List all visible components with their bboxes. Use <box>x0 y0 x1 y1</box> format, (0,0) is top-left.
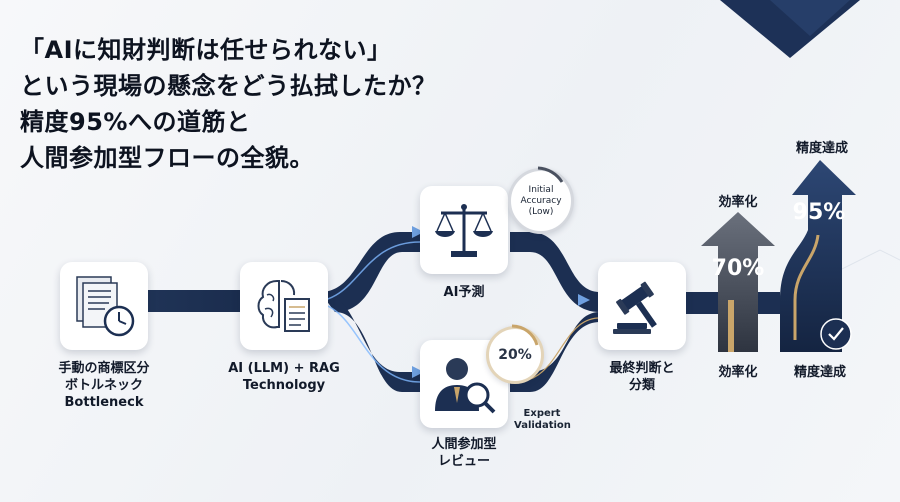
arrowhead-lower <box>412 366 424 378</box>
accuracy-arrow-gold-line <box>793 234 820 340</box>
headline: 「AIに知財判断は任せられない」 という現場の懸念をどう払拭したか？ 精度95%… <box>20 32 437 176</box>
ai-rag-label-line-1: AI (LLM) + RAG <box>228 361 340 376</box>
review-percent-value: 20% <box>498 347 532 363</box>
efficiency-top-label: 効率化 <box>718 195 758 210</box>
scales-icon <box>435 204 493 257</box>
manual-label-line-1: 手動の商標区分 <box>58 361 150 376</box>
initial-accuracy-line-2: Accuracy <box>520 195 562 206</box>
final-label-line-2: 分類 <box>628 378 655 393</box>
accuracy-top-label: 精度達成 <box>795 141 848 156</box>
efficiency-value: 70% <box>711 256 765 281</box>
efficiency-bottom-label: 効率化 <box>718 365 758 380</box>
accuracy-arrow <box>780 160 856 352</box>
human-review-label-line-2: レビュー <box>437 454 490 469</box>
accuracy-value: 95% <box>792 200 846 225</box>
manual-label-line-3: Bottleneck <box>64 395 144 410</box>
ribbon-predict-to-final <box>510 232 600 312</box>
efficiency-arrow <box>701 212 775 352</box>
manual-process-label: 手動の商標区分 ボトルネック Bottleneck <box>30 360 178 411</box>
check-mark-icon <box>828 327 844 341</box>
final-decision-label: 最終判断と 分類 <box>590 360 694 394</box>
manual-process-card <box>60 262 148 350</box>
check-circle-icon <box>820 318 852 350</box>
gavel-icon <box>613 281 657 334</box>
headline-line-2: という現場の懸念をどう払拭したか？ <box>20 72 437 100</box>
ai-rag-label: AI (LLM) + RAG Technology <box>214 360 354 394</box>
headline-line-4: 人間参加型フローの全貌。 <box>20 144 314 172</box>
ai-rag-label-line-2: Technology <box>242 378 326 393</box>
review-percent-badge: 20% <box>486 326 544 384</box>
expert-validation-annotation: Expert Validation <box>514 408 571 432</box>
ai-predict-label: AI予測 <box>443 285 485 300</box>
accuracy-bottom-label: 精度達成 <box>793 365 846 380</box>
documents-clock-icon <box>76 276 135 337</box>
ribbon-manual-to-ai <box>140 290 250 312</box>
corner-triangle-inner <box>770 0 850 36</box>
human-review-label-line-1: 人間参加型 <box>431 437 497 452</box>
ai-rag-card <box>240 262 328 350</box>
brain-document-icon <box>257 280 310 332</box>
manual-label-line-2: ボトルネック <box>64 378 143 393</box>
ai-predict-card <box>420 186 508 274</box>
initial-accuracy-badge: Initial Accuracy (Low) <box>508 168 574 234</box>
final-label-line-1: 最終判断と <box>609 361 675 376</box>
initial-accuracy-line-3: (Low) <box>528 206 554 217</box>
efficiency-arrow-gold-strip <box>728 300 734 352</box>
human-review-label: 人間参加型 レビュー <box>410 436 518 470</box>
initial-accuracy-line-1: Initial <box>528 184 554 195</box>
expert-validation-line-1: Expert <box>523 408 561 419</box>
arrowhead-merge <box>578 294 590 306</box>
expert-validation-line-2: Validation <box>514 420 571 431</box>
initial-accuracy-text: Initial Accuracy (Low) <box>520 185 561 218</box>
final-decision-card <box>598 262 686 350</box>
arrowhead-upper <box>412 226 424 238</box>
ribbon-to-ai-predict <box>320 232 430 312</box>
person-magnifier-icon <box>435 358 496 414</box>
headline-line-3: 精度95%への道筋と <box>20 108 251 136</box>
headline-line-1: 「AIに知財判断は任せられない」 <box>20 36 392 64</box>
